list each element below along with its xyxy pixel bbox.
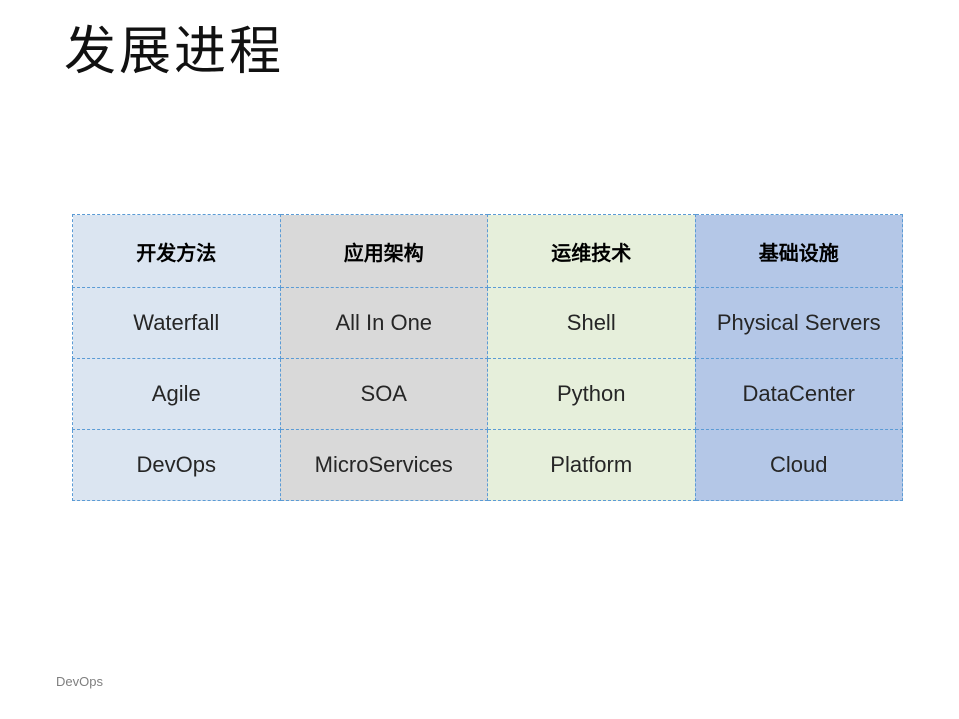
cell-cloud: Cloud [694, 429, 903, 501]
cell-python: Python [487, 358, 696, 430]
cell-physical-servers: Physical Servers [694, 287, 903, 359]
cell-all-in-one: All In One [279, 287, 488, 359]
column-header-app-architecture: 应用架构 [279, 214, 488, 288]
cell-soa: SOA [279, 358, 488, 430]
column-header-infrastructure: 基础设施 [694, 214, 903, 288]
cell-platform: Platform [487, 429, 696, 501]
cell-agile: Agile [72, 358, 281, 430]
cell-shell: Shell [487, 287, 696, 359]
cell-microservices: MicroServices [279, 429, 488, 501]
table-row: Agile SOA Python DataCenter [72, 358, 903, 430]
footer-label: DevOps [56, 674, 103, 689]
cell-waterfall: Waterfall [72, 287, 281, 359]
column-header-ops-technology: 运维技术 [487, 214, 696, 288]
column-header-dev-method: 开发方法 [72, 214, 281, 288]
table-header-row: 开发方法 应用架构 运维技术 基础设施 [72, 214, 903, 288]
page-title: 发展进程 [64, 22, 285, 82]
development-progress-table: 开发方法 应用架构 运维技术 基础设施 Waterfall All In One… [72, 214, 903, 501]
table-row: DevOps MicroServices Platform Cloud [72, 429, 903, 501]
cell-devops: DevOps [72, 429, 281, 501]
table-row: Waterfall All In One Shell Physical Serv… [72, 287, 903, 359]
cell-datacenter: DataCenter [694, 358, 903, 430]
